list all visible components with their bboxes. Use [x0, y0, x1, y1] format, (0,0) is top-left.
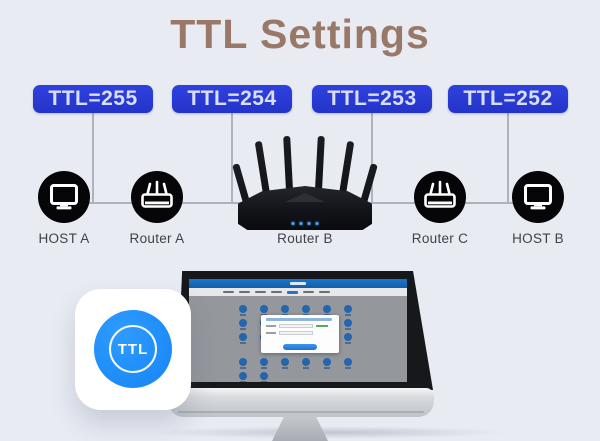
app-grid-icon [239, 319, 247, 330]
monitor-chin [168, 388, 434, 417]
app-grid-icon [344, 319, 352, 330]
app-grid-icon [344, 305, 352, 316]
app-grid-icon [281, 358, 289, 369]
router-b-label: Router B [277, 231, 333, 246]
router-b-leds [291, 222, 319, 225]
host-a-label: HOST A [38, 231, 90, 246]
app-grid-icon [260, 358, 268, 369]
page-title: TTL Settings [170, 11, 430, 57]
ttl-ring-icon: TTL [109, 325, 157, 373]
host-b-label: HOST B [512, 231, 564, 246]
ttl-app-icon: TTL [94, 310, 172, 388]
screen-dialog [261, 315, 339, 353]
app-grid-icon [239, 358, 247, 369]
screen-titlebar [189, 279, 407, 288]
screen-icon-row [239, 305, 352, 316]
monitor-shadow [150, 426, 510, 439]
app-grid-icon [281, 305, 289, 316]
ttl-badge-254: TTL=254 [172, 85, 292, 113]
ttl-app-card: TTL [75, 289, 191, 410]
app-grid-icon [344, 358, 352, 369]
app-grid-icon [239, 372, 247, 382]
dialog-header [266, 318, 332, 321]
app-grid-icon [239, 305, 247, 316]
router-c-label: Router C [411, 231, 469, 246]
app-grid-icon [344, 333, 352, 344]
host-a-monitor-icon [38, 171, 90, 223]
router-a-icon [131, 171, 183, 223]
monitor-screen [189, 279, 407, 382]
host-b-monitor-icon [512, 171, 564, 223]
ttl-badge-255: TTL=255 [33, 85, 153, 113]
screen-icon-row [239, 372, 268, 382]
app-grid-icon [260, 305, 268, 316]
router-c-icon [414, 171, 466, 223]
ttl-badge-253: TTL=253 [312, 85, 432, 113]
ttl-badge-252: TTL=252 [448, 85, 568, 113]
app-grid-icon [239, 333, 247, 344]
app-grid-icon [323, 358, 331, 369]
monitor-stand [272, 416, 328, 441]
connector-line-ttl255 [92, 112, 94, 203]
app-grid-icon [260, 372, 268, 382]
screen-menubar [189, 288, 407, 296]
app-grid-icon [323, 305, 331, 316]
router-b-gloss [285, 193, 325, 202]
connector-line-ttl253 [371, 112, 373, 203]
app-grid-icon [302, 305, 310, 316]
app-grid-icon [302, 358, 310, 369]
connector-line-ttl252 [507, 112, 509, 203]
ttl-icon-label: TTL [117, 340, 149, 358]
connector-line-ttl254 [231, 112, 233, 203]
screen-icon-row [239, 358, 352, 369]
router-a-label: Router A [129, 231, 185, 246]
dialog-ok-button [283, 344, 317, 350]
router-b-photo [232, 133, 378, 232]
monitor-bezel [177, 271, 433, 390]
